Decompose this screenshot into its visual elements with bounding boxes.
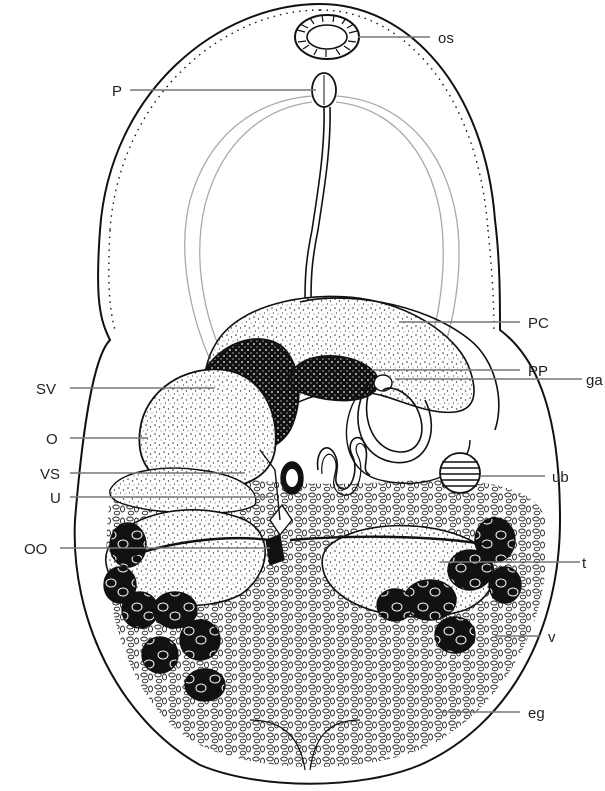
label-eg: eg xyxy=(528,705,545,722)
label-o: O xyxy=(46,431,58,448)
label-p: P xyxy=(112,83,122,100)
label-vs: VS xyxy=(40,466,60,483)
oral-sucker xyxy=(295,15,359,59)
label-v: v xyxy=(548,629,556,646)
label-sv: SV xyxy=(36,381,56,398)
label-pp: PP xyxy=(528,363,548,380)
label-pc: PC xyxy=(528,315,549,332)
label-u: U xyxy=(50,490,61,507)
label-oo: OO xyxy=(24,541,47,558)
label-ga: ga xyxy=(586,372,603,389)
label-os: os xyxy=(438,30,454,47)
uterine-bulb xyxy=(440,453,480,493)
label-t: t xyxy=(582,555,587,572)
label-ub: ub xyxy=(552,469,569,486)
